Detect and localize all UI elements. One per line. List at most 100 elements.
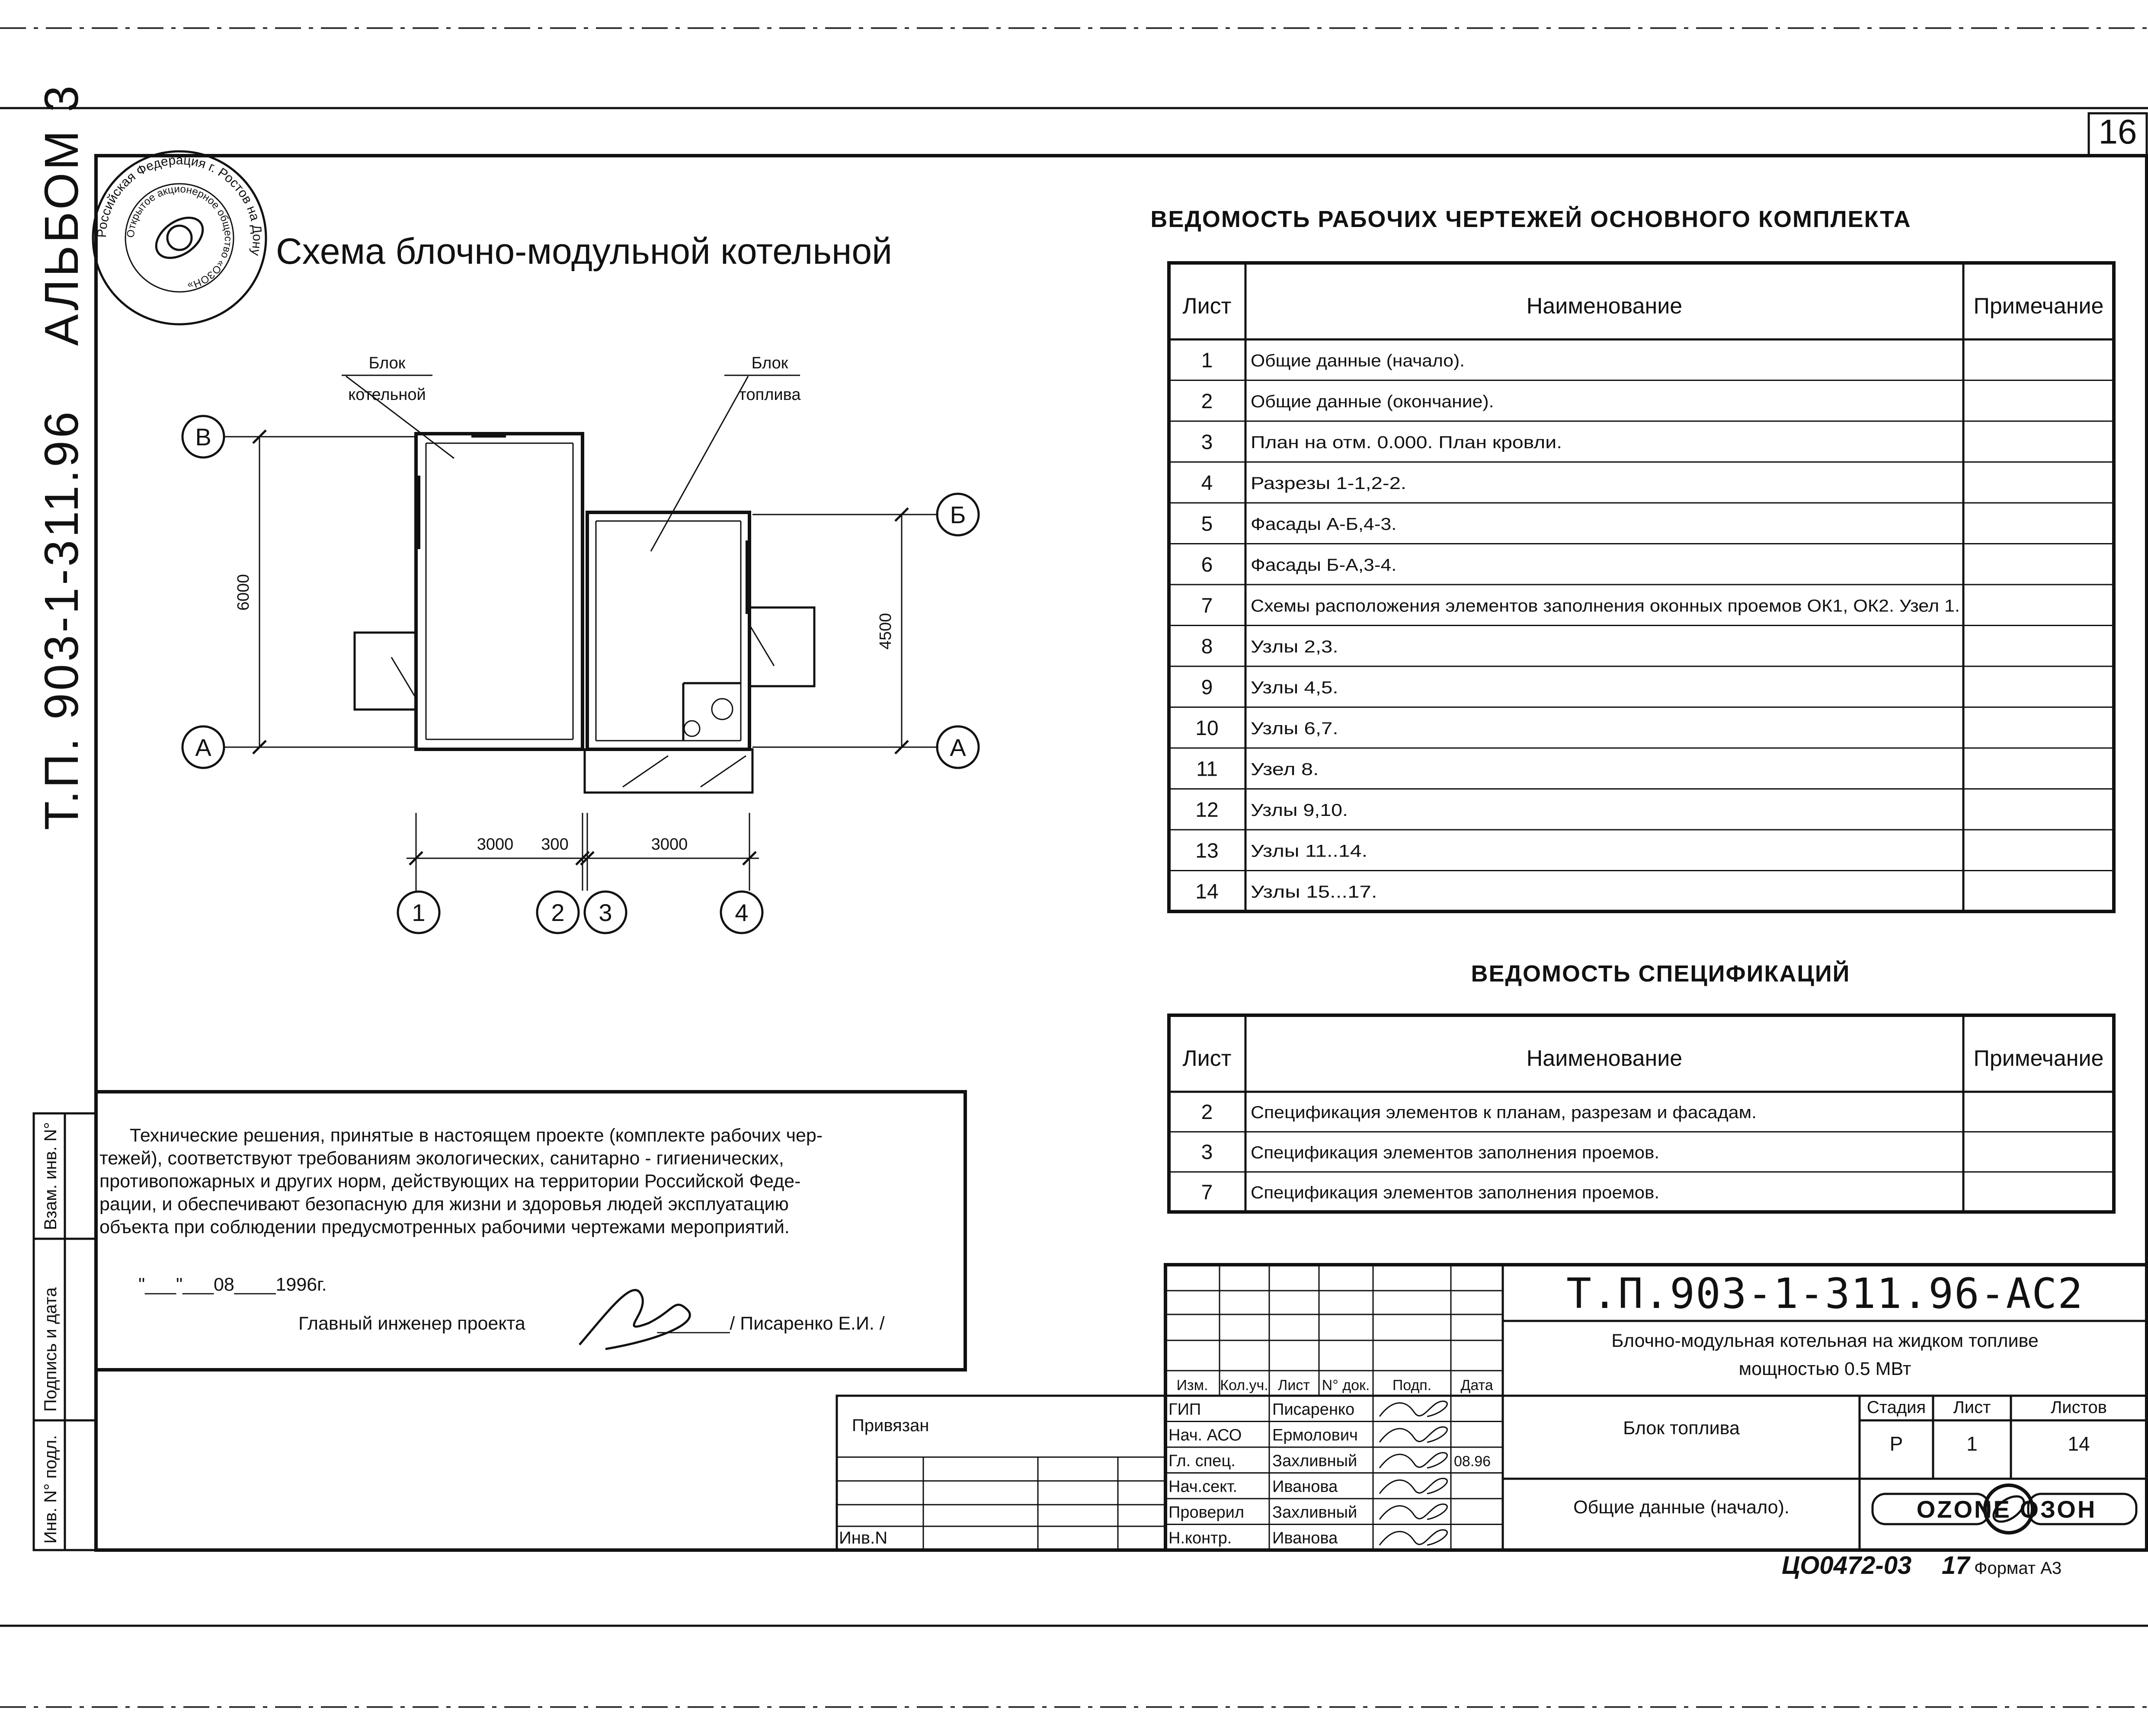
row-sheet-number: 9 xyxy=(1201,676,1213,699)
row-sheet-number: 3 xyxy=(1201,1141,1213,1164)
note-line-3: противопожарных и других норм, действующ… xyxy=(99,1171,800,1192)
fuel-annex xyxy=(583,748,754,794)
row-title: Фасады Б-А,3-4. xyxy=(1251,556,1397,575)
row-title: Разрезы 1-1,2-2. xyxy=(1251,474,1406,493)
axis-label-right-top: Б xyxy=(950,501,966,528)
binding-attached-label: Привязан xyxy=(852,1416,929,1435)
spec-header-note: Примечание xyxy=(1974,1046,2104,1071)
row-title: Фасады А-Б,4-3. xyxy=(1251,515,1397,534)
dim-h1: 3000 xyxy=(477,835,514,854)
handwritten-signature xyxy=(1379,1529,1448,1546)
approval-date: 08.96 xyxy=(1454,1453,1491,1470)
label-block-boiler-1: Блок xyxy=(369,354,406,372)
row-title: Узлы 15...17. xyxy=(1251,882,1377,902)
revision-column-header: Кол.уч. xyxy=(1220,1377,1268,1394)
note-line-4: рации, и обеспечивают безопасную для жиз… xyxy=(99,1194,789,1215)
approval-role: Нач.сект. xyxy=(1168,1478,1237,1496)
title-object: Блок топлива xyxy=(1623,1418,1740,1439)
footer-copy-number: 17 xyxy=(1942,1551,1971,1579)
approval-role: ГИП xyxy=(1168,1400,1201,1419)
spec-list-title: ВЕДОМОСТЬ СПЕЦИФИКАЦИЙ xyxy=(1471,960,1850,987)
side-strip: АЛЬБОМ 3 Т.П. 903-1-311.96 xyxy=(35,83,88,830)
company-seal: Российская Федерация г. Ростов на Дону О… xyxy=(92,150,267,326)
row-sheet-number: 7 xyxy=(1201,594,1213,617)
revision-column-header: Лист xyxy=(1278,1377,1310,1394)
axis-label-1: 1 xyxy=(412,899,425,926)
row-sheet-number: 14 xyxy=(1195,880,1218,903)
fixture-wc xyxy=(711,698,733,720)
drawings-header-name: Наименование xyxy=(1527,294,1682,319)
boiler-block-outline xyxy=(414,432,584,751)
label-block-fuel-1: Блок xyxy=(752,354,788,372)
axis-bubble-3 xyxy=(583,890,627,934)
row-sheet-number: 12 xyxy=(1195,799,1218,822)
fuel-porch xyxy=(748,606,816,687)
axis-bubble-2 xyxy=(536,890,580,934)
row-title: План на отм. 0.000. План кровли. xyxy=(1251,433,1562,452)
company-logo-text: OZONE ОЗОН xyxy=(1917,1496,2097,1523)
binding-table: Привязан Инв.N xyxy=(836,1394,1167,1551)
spec-table-frame xyxy=(1167,1013,2116,1214)
row-title: Общие данные (начало). xyxy=(1251,351,1465,370)
drawings-header-note: Примечание xyxy=(1974,294,2104,319)
dim-vertical-right: 4500 xyxy=(877,613,895,650)
title-sheet-title: Общие данные (начало). xyxy=(1573,1497,1789,1518)
footer-format: Формат А3 xyxy=(1974,1559,2062,1578)
title-sheets-value: 14 xyxy=(2068,1432,2090,1455)
note-line-1: Технические решения, принятые в настояще… xyxy=(130,1125,823,1146)
note-date: "___"___08____1996г. xyxy=(138,1274,327,1295)
title-sheet-value: 1 xyxy=(1966,1432,1978,1455)
leader-boiler xyxy=(346,375,455,459)
spec-list: ВЕДОМОСТЬ СПЕЦИФИКАЦИЙ Лист Наименование… xyxy=(1167,960,2116,1214)
boiler-scheme: Схема блочно-модульной котельной Блок ко… xyxy=(181,231,980,934)
handwritten-signature xyxy=(1379,1426,1448,1443)
drawings-list-title: ВЕДОМОСТЬ РАБОЧИХ ЧЕРТЕЖЕЙ ОСНОВНОГО КОМ… xyxy=(1150,206,1911,232)
axis-label-right-bottom: А xyxy=(950,734,966,761)
row-sheet-number: 2 xyxy=(1201,1101,1213,1124)
approval-role: Гл. спец. xyxy=(1168,1452,1236,1470)
footer-doc-code: ЦО0472-03 xyxy=(1782,1551,1911,1579)
note-line-2: тежей), соответствуют требованиям эколог… xyxy=(99,1148,784,1169)
row-sheet-number: 13 xyxy=(1195,839,1218,862)
title-description-2: мощностью 0.5 МВт xyxy=(1739,1359,1911,1379)
row-sheet-number: 11 xyxy=(1196,758,1218,780)
scheme-title: Схема блочно-модульной котельной xyxy=(276,231,892,272)
note-signature-name: _______/ Писаренко Е.И. / xyxy=(657,1313,885,1334)
row-title: Узлы 2,3. xyxy=(1251,637,1338,656)
revision-column-header: N° док. xyxy=(1322,1377,1370,1394)
chief-engineer-signature xyxy=(579,1289,691,1350)
dim-vertical-left: 6000 xyxy=(234,574,253,611)
title-sheets-label: Листов xyxy=(2051,1398,2107,1417)
row-title: Схемы расположения элементов заполнения … xyxy=(1251,596,1960,615)
title-description-1: Блочно-модульная котельная на жидком топ… xyxy=(1611,1330,2039,1351)
approval-name: Захливный xyxy=(1272,1503,1357,1522)
row-sheet-number: 3 xyxy=(1201,431,1213,454)
project-code-vertical: Т.П. 903-1-311.96 xyxy=(35,409,88,830)
revision-column-header: Изм. xyxy=(1177,1377,1208,1394)
sheet-number-box xyxy=(2087,112,2148,157)
row-sheet-number: 8 xyxy=(1201,635,1213,658)
album-label: АЛЬБОМ 3 xyxy=(35,83,88,346)
axis-bubble-a-left xyxy=(181,725,225,769)
note-box: Технические решения, принятые в настояще… xyxy=(94,1090,967,1372)
approval-role: Н.контр. xyxy=(1168,1529,1232,1547)
approval-name: Писаренко xyxy=(1272,1400,1354,1419)
left-approval-strip: Взам. инв. N° Подпись и дата Инв. N° под… xyxy=(32,1112,97,1551)
row-title: Узлы 11..14. xyxy=(1251,841,1367,860)
strip-label-original-inv: Инв. N° подл. xyxy=(41,1435,60,1544)
dim-h3: 3000 xyxy=(651,835,688,854)
spec-header-sheet: Лист xyxy=(1183,1046,1232,1071)
drawings-table-frame xyxy=(1167,261,2116,913)
binding-inv-label: Инв.N xyxy=(839,1528,887,1547)
row-sheet-number: 1 xyxy=(1201,349,1213,372)
row-sheet-number: 6 xyxy=(1201,553,1213,576)
spec-header-name: Наименование xyxy=(1527,1046,1682,1071)
drawings-header-sheet: Лист xyxy=(1183,294,1232,319)
approval-name: Иванова xyxy=(1272,1478,1338,1496)
label-block-boiler-2: котельной xyxy=(348,386,426,404)
